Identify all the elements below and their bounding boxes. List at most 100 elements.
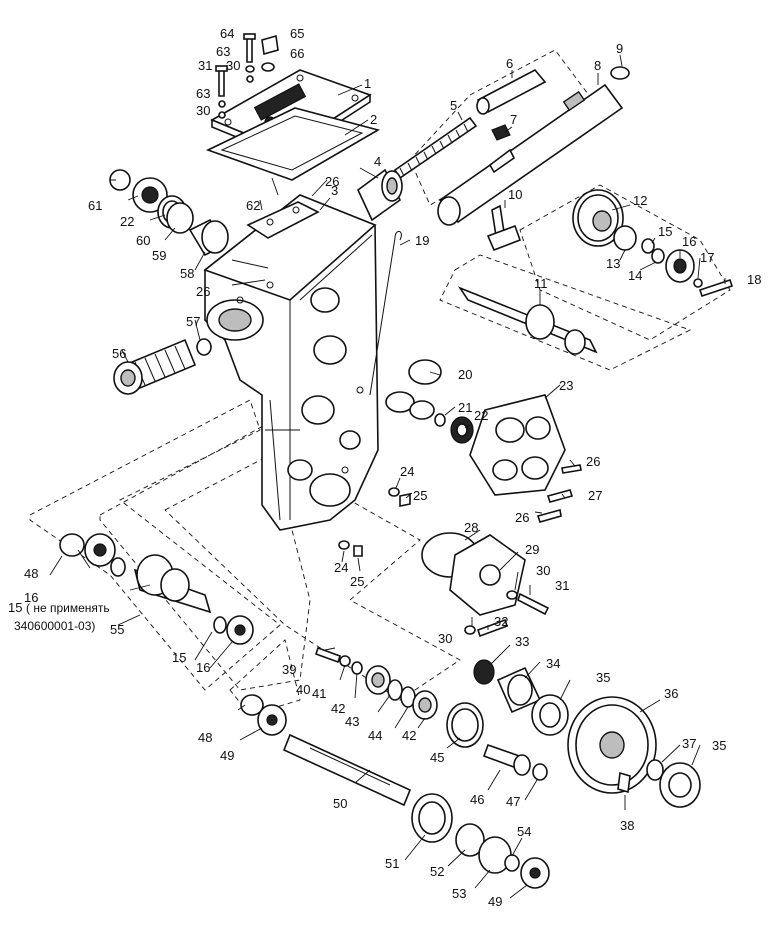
spacer-43 <box>387 679 403 701</box>
callout-18: 18 <box>747 272 761 287</box>
callout-51: 51 <box>385 856 399 871</box>
screw-plug-56 <box>113 338 197 395</box>
callout-26-top: 26 <box>325 174 339 189</box>
bearing-22-left <box>132 177 168 213</box>
callout-10: 10 <box>508 187 522 202</box>
callout-17: 17 <box>700 250 714 265</box>
callout-62: 62 <box>246 198 260 213</box>
callout-24-lower: 24 <box>334 560 348 575</box>
callout-6: 6 <box>506 56 513 71</box>
bearing-42-upper <box>365 665 391 695</box>
callout-34: 34 <box>546 656 560 671</box>
screw-64 <box>243 33 256 63</box>
bearing-49-lower <box>520 857 550 889</box>
callout-35-lower: 35 <box>712 738 726 753</box>
callout-15-note: 15 <box>8 600 22 615</box>
seal-rings-20 <box>385 359 442 420</box>
washers-14-15 <box>641 238 665 264</box>
callout-41: 41 <box>312 686 326 701</box>
bearing-16-left <box>84 533 116 567</box>
note-line-1: ( не применять <box>26 601 110 615</box>
bolt-39 <box>314 646 342 664</box>
callout-57: 57 <box>186 314 200 329</box>
group-outline-mid <box>99 424 311 691</box>
spring-5 <box>393 116 478 180</box>
callout-42-upper: 42 <box>331 701 345 716</box>
callout-1: 1 <box>364 76 371 91</box>
callout-39: 39 <box>282 662 296 677</box>
callout-22-right: 22 <box>474 408 488 423</box>
washer-15-lower <box>213 616 227 634</box>
ring-9 <box>610 66 630 80</box>
callout-28: 28 <box>464 520 478 535</box>
callout-48-upper: 48 <box>24 566 38 581</box>
callout-36: 36 <box>664 686 678 701</box>
callout-25-lower: 25 <box>350 574 364 589</box>
washer-15-left <box>110 557 126 577</box>
gearbox-housing <box>203 194 379 531</box>
callout-15-right: 15 <box>658 224 672 239</box>
callout-16-lower: 16 <box>196 660 210 675</box>
callout-45: 45 <box>430 750 444 765</box>
callout-14: 14 <box>628 268 642 283</box>
callout-2: 2 <box>370 112 377 127</box>
callout-13: 13 <box>606 256 620 271</box>
callout-47: 47 <box>506 794 520 809</box>
bearing-16-lower <box>226 615 254 645</box>
callout-7: 7 <box>510 112 517 127</box>
pin-38 <box>617 771 631 794</box>
bearing-58 <box>188 218 229 257</box>
group-outline-shaft11 <box>439 254 692 371</box>
callout-31-cover: 31 <box>555 578 569 593</box>
bushing-59 <box>166 202 194 234</box>
callout-30-top: 30 <box>226 58 240 73</box>
callout-44: 44 <box>368 728 382 743</box>
callout-30-cover: 30 <box>536 563 550 578</box>
callout-labels: 1 2 3 4 5 6 7 8 9 10 11 12 13 14 15 16 1… <box>8 26 761 909</box>
callout-61: 61 <box>88 198 102 213</box>
callout-38: 38 <box>620 818 634 833</box>
callout-16-right: 16 <box>682 234 696 249</box>
gear-12 <box>572 189 624 247</box>
callout-31-top: 31 <box>198 58 212 73</box>
callout-49-upper: 49 <box>220 748 234 763</box>
callout-65: 65 <box>290 26 304 41</box>
note-line-2: 340600001-03) <box>14 619 95 633</box>
bearing-42-lower <box>412 690 438 720</box>
bearing-49-upper <box>257 704 287 736</box>
callout-3: 3 <box>331 183 338 198</box>
screws-31-32 <box>464 590 550 638</box>
callout-30-lower: 30 <box>438 631 452 646</box>
lever-10 <box>486 204 522 252</box>
ring-37 <box>646 759 664 781</box>
callout-9: 9 <box>616 41 623 56</box>
dipstick-19 <box>369 231 402 396</box>
callout-26-housing: 26 <box>196 284 210 299</box>
bearing-22-right <box>450 416 474 444</box>
cover-23 <box>469 394 566 496</box>
callout-26-right: 26 <box>586 454 600 469</box>
callout-20: 20 <box>458 367 472 382</box>
callout-16-left: 16 <box>24 590 38 605</box>
callout-52: 52 <box>430 864 444 879</box>
callout-63-left: 63 <box>196 86 210 101</box>
cap-48-upper <box>59 533 85 557</box>
callout-56: 56 <box>112 346 126 361</box>
callout-5: 5 <box>450 98 457 113</box>
washer-57 <box>196 338 212 356</box>
bearing-35-lower <box>659 762 701 808</box>
screw-31-top <box>215 65 228 97</box>
leader-lines <box>49 54 726 899</box>
callout-37: 37 <box>682 736 696 751</box>
bracket-62 <box>246 201 320 239</box>
callout-29: 29 <box>525 542 539 557</box>
gear-36 <box>567 696 657 794</box>
pin-21 <box>434 413 446 427</box>
bearing-13 <box>613 225 637 251</box>
ring-47 <box>532 763 548 781</box>
plug-65 <box>261 34 279 56</box>
washers-40-41 <box>339 655 363 675</box>
callout-50: 50 <box>333 796 347 811</box>
